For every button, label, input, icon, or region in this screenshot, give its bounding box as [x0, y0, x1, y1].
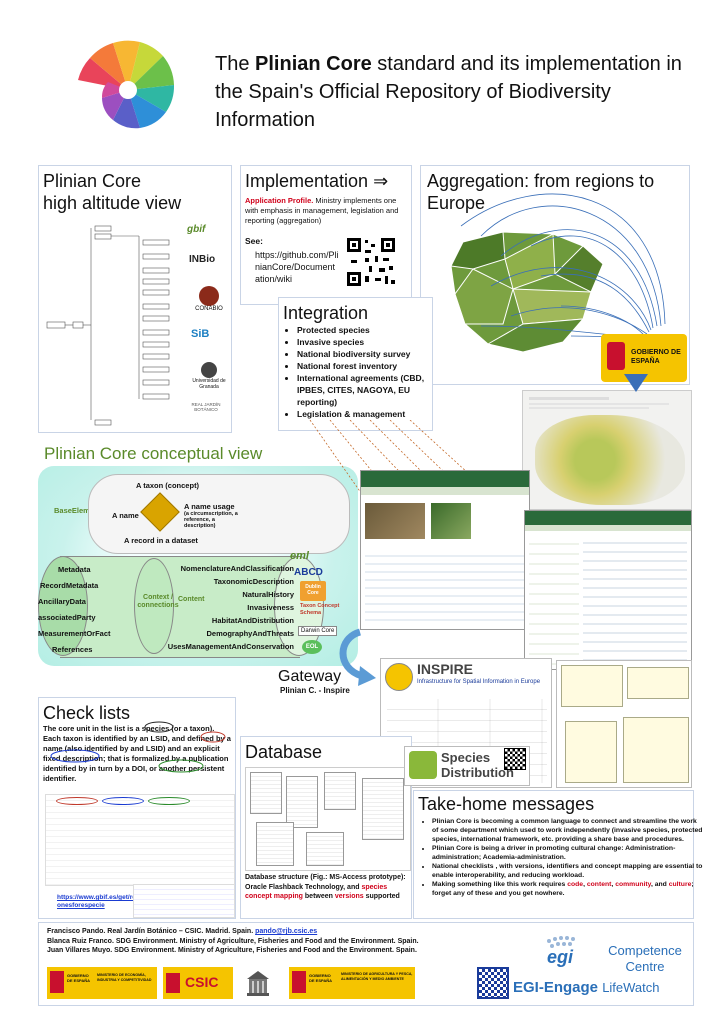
a-name-label: A name	[112, 511, 139, 520]
takehome-list: Plinian Core is becoming a common langua…	[418, 817, 704, 898]
eol-logo: EOL	[302, 640, 322, 654]
conabio-logo: CONABIO	[189, 286, 229, 312]
author-email[interactable]: pando@rjb.csic.es	[255, 928, 318, 935]
gateway-subtitle: Plinian C. - Inspire	[280, 686, 350, 695]
integration-panel: Integration Protected species Invasive s…	[278, 297, 433, 431]
wiki-link[interactable]: https://github.com/PlinianCore/Documenta…	[255, 250, 339, 284]
iepnb-screenshot-1	[360, 470, 530, 630]
competence-centre: Competence Centre	[608, 943, 682, 974]
checklist-thumb-2	[133, 884, 235, 918]
taxon-concept-schema-logo: Taxon Concept Schema	[300, 603, 340, 616]
record-label: A record in a dataset	[124, 536, 198, 545]
implementation-panel: Implementation ⇒ Application Profile. Mi…	[240, 165, 412, 305]
takehome-item: Plinian Core is becoming a common langua…	[432, 817, 704, 844]
darwin-core-logo: Darwin Core	[298, 626, 338, 636]
gobierno-logo-1: GOBIERNO DE ESPAÑA MINISTERIO DE ECONOMÍ…	[47, 967, 157, 999]
integration-item: National forest inventory	[297, 360, 443, 372]
high-altitude-title: Plinian Core high altitude view	[43, 171, 182, 213]
implementation-text: Application Profile. Ministry implements…	[245, 196, 399, 225]
spiral-logo	[70, 30, 180, 145]
high-altitude-panel: Plinian Core high altitude view gbif INB…	[38, 165, 232, 433]
gateway-title: Gateway	[278, 668, 342, 685]
base-elements-label: BaseElements	[54, 506, 106, 515]
see-label: See:	[245, 236, 263, 246]
content-label: Content	[178, 596, 205, 603]
uml-diagram	[556, 660, 692, 788]
cylinder-right-cap	[274, 556, 324, 656]
checklist-table-image	[45, 794, 235, 886]
author-1: Francisco Pando. Real Jardín Botánico – …	[47, 928, 318, 935]
rjb-building-icon	[245, 969, 271, 997]
egi-engage-label: EGI-Engage LifeWatch	[513, 979, 660, 996]
gbif-logo: gbif	[187, 224, 206, 235]
name-usage-label: A name usage (a circumscription, a refer…	[184, 502, 238, 530]
takehome-title: Take-home messages	[418, 794, 595, 814]
inspire-subtitle: Infrastructure for Spatial Information i…	[417, 679, 541, 685]
preliminary-results-map	[522, 390, 692, 510]
dublin-core-logo: Dublin Core	[300, 581, 326, 601]
spain-map	[450, 231, 604, 353]
tree-diagram	[46, 225, 170, 426]
integration-title: Integration	[283, 303, 369, 323]
database-panel: Database Database structure (Fig.: MS-Ac…	[240, 736, 412, 919]
egi-logo: egi	[541, 933, 591, 969]
integration-item: Legislation & management	[297, 408, 443, 420]
cylinder-left-cap	[38, 556, 88, 656]
taxon-concept-label: A taxon (concept)	[136, 481, 200, 490]
aggregation-title: Aggregation: from regions to Europe	[427, 171, 655, 213]
poster-title: The Plinian Core standard and its implem…	[215, 53, 682, 131]
implementation-title: Implementation ⇒	[245, 171, 389, 191]
base-elements-box	[88, 474, 350, 554]
context-items: Metadata RecordMetadata AncillaryData as…	[38, 565, 111, 654]
checklists-text: The core unit in the list is a species (…	[43, 724, 231, 783]
takehome-item: Plinian Core is being a driver in promot…	[432, 844, 704, 862]
qr-code-icon	[345, 236, 397, 288]
aggregation-panel: Aggregation: from regions to Europe GOBI…	[420, 165, 690, 385]
author-3: Juan Villares Muyo. SDG Environment. Min…	[47, 947, 417, 954]
author-2: Blanca Ruiz Franco. SDG Environment. Min…	[47, 937, 419, 945]
inspire-title: INSPIRE	[417, 661, 474, 677]
authors: Francisco Pando. Real Jardín Botánico – …	[47, 927, 487, 956]
database-schema-image	[245, 767, 411, 871]
qr-code-icon	[504, 748, 526, 770]
aggregation-arrows	[460, 193, 666, 341]
qr-code-icon	[477, 967, 509, 999]
integration-item: Invasive species	[297, 336, 443, 348]
database-caption: Database structure (Fig.: MS-Access prot…	[245, 874, 406, 900]
checklists-panel: Check lists The core unit in the list is…	[38, 697, 236, 919]
takehome-panel: Take-home messages Plinian Core is becom…	[413, 790, 702, 919]
takehome-item: National checklists , with versions, ide…	[432, 862, 704, 880]
context-label: Context / connections	[137, 594, 179, 609]
csic-logo: CSIC	[163, 967, 233, 999]
footer-panel: Francisco Pando. Real Jardín Botánico – …	[38, 922, 694, 1006]
content-items: NomenclatureAndClassification TaxonomicD…	[167, 564, 294, 651]
rjb-logo: REAL JARDÍN BOTÁNICO	[191, 402, 221, 412]
eml-logo: eml	[290, 550, 309, 562]
checklists-link[interactable]: https://www.gbif.es/get/resource?r=taxon…	[57, 894, 177, 909]
sib-logo: SiB	[191, 328, 210, 340]
abcd-logo: ABCD	[294, 567, 323, 578]
integration-item: Protected species	[297, 324, 443, 336]
iepnb-screenshot-2	[524, 510, 692, 670]
checklists-title: Check lists	[43, 703, 131, 723]
takehome-item: Making something like this work requires…	[432, 880, 704, 898]
database-title: Database	[245, 742, 323, 762]
conceptual-title: Plinian Core conceptual view	[44, 444, 263, 463]
cylinder-inner	[134, 558, 174, 654]
checklists-highlights	[50, 721, 226, 773]
blue-curved-arrow	[339, 628, 376, 686]
cylinder-body	[60, 556, 300, 658]
integration-item: National biodiversity survey	[297, 348, 443, 360]
gobierno-logo-2: GOBIERNO DE ESPAÑA MINISTERIO DE AGRICUL…	[289, 967, 415, 999]
ugr-logo: Universidad de Granada	[189, 362, 229, 390]
integration-item: International agreements (CBD, IPBES, CI…	[297, 372, 443, 408]
inbio-logo: INBio	[189, 254, 216, 265]
integration-list: Protected species Invasive species Natio…	[283, 324, 443, 420]
down-arrow-icon	[624, 374, 648, 392]
